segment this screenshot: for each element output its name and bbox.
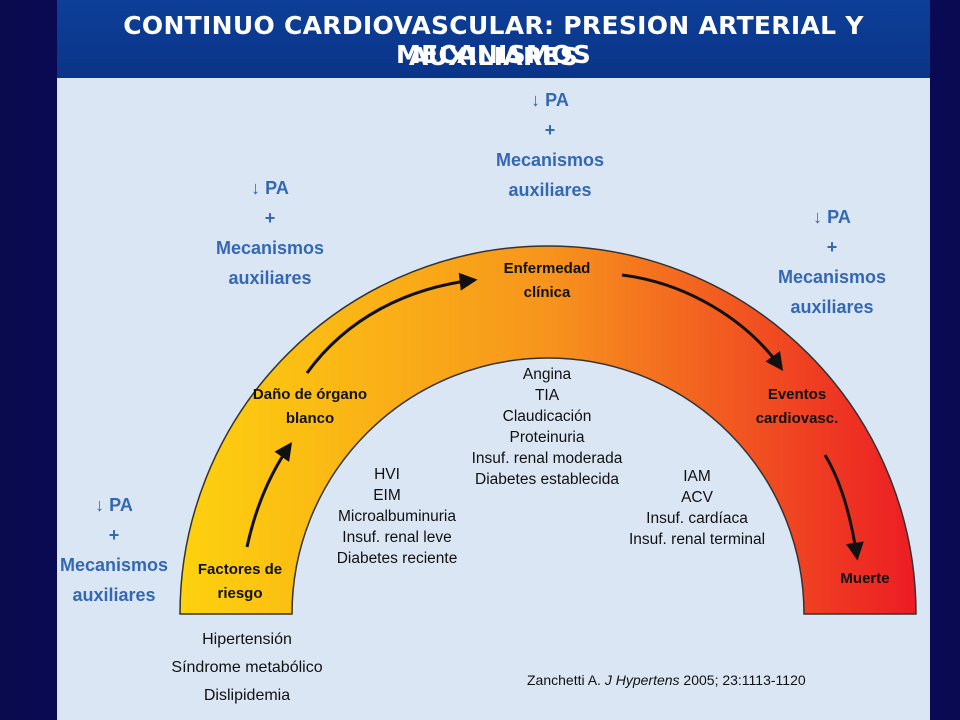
list-item: HVI <box>374 466 400 483</box>
list-item: EIM <box>373 487 401 504</box>
intervention-note-cv-events: ↓ PA + Mecanismos auxiliares <box>742 202 922 322</box>
list-item: Síndrome metabólico <box>171 659 323 676</box>
stage-risk-factors: Factores de riesgo <box>197 561 283 602</box>
continuum-arc-band <box>179 245 917 615</box>
intervention-note-risk: ↓ PA + Mecanismos auxiliares <box>24 490 204 610</box>
list-item: TIA <box>534 387 560 404</box>
citation-journal: J Hypertens <box>604 672 680 688</box>
arrow-damage-to-disease <box>305 272 478 374</box>
list-item: Microalbuminuria <box>337 508 456 525</box>
down-arrow-pa: ↓ PA <box>813 207 851 227</box>
down-arrow-pa: ↓ PA <box>531 90 569 110</box>
organ-damage-list: HVI EIM Microalbuminuria Insuf. renal le… <box>307 464 487 569</box>
down-arrow-pa: ↓ PA <box>251 178 289 198</box>
list-item: Insuf. renal terminal <box>628 531 766 548</box>
slide-panel: CONTINUO CARDIOVASCULAR: PRESION ARTERIA… <box>57 0 930 720</box>
list-item: Claudicación <box>502 408 592 425</box>
list-item: IAM <box>683 468 711 485</box>
arrow-risk-to-damage <box>245 442 293 548</box>
stage-cv-events: Eventos cardiovasc. <box>755 386 839 427</box>
list-item: ACV <box>681 489 713 506</box>
title-line-2: AUXILIARES <box>408 42 579 71</box>
citation: Zanchetti A. J Hypertens 2005; 23:1113-1… <box>527 672 806 688</box>
arrow-disease-to-events <box>621 273 784 371</box>
list-item: Angina <box>522 366 572 383</box>
list-item: Dislipidemia <box>203 687 291 704</box>
list-item: Diabetes reciente <box>336 550 458 567</box>
list-item: Hipertensión <box>202 631 292 648</box>
list-item: Insuf. renal moderada <box>471 450 623 467</box>
risk-factors-list: Hipertensión Síndrome metabólico Dislipi… <box>137 626 357 710</box>
cardiovascular-continuum-diagram <box>179 245 917 615</box>
stage-death: Muerte <box>840 570 890 587</box>
stage-clinical-disease: Enfermedad clínica <box>503 260 591 301</box>
citation-details: 2005; 23:1113-1120 <box>683 672 806 688</box>
list-item: Insuf. cardíaca <box>646 510 748 527</box>
title-bar: CONTINUO CARDIOVASCULAR: PRESION ARTERIA… <box>57 0 930 78</box>
list-item: Proteinuria <box>509 429 585 446</box>
clinical-disease-list: Angina TIA Claudicación Proteinuria Insu… <box>437 364 657 490</box>
stage-organ-damage: Daño de órgano blanco <box>252 386 368 427</box>
citation-author: Zanchetti A. <box>527 672 601 688</box>
title-line-1: CONTINUO CARDIOVASCULAR: PRESION ARTERIA… <box>123 11 864 69</box>
list-item: Diabetes establecida <box>475 471 619 488</box>
cv-events-list: IAM ACV Insuf. cardíaca Insuf. renal ter… <box>612 466 782 550</box>
intervention-note-organ-damage: ↓ PA + Mecanismos auxiliares <box>180 173 360 293</box>
down-arrow-pa: ↓ PA <box>95 495 133 515</box>
list-item: Insuf. renal leve <box>342 529 452 546</box>
intervention-note-clinical-disease: ↓ PA + Mecanismos auxiliares <box>460 85 640 205</box>
arrow-events-to-death <box>823 454 864 561</box>
